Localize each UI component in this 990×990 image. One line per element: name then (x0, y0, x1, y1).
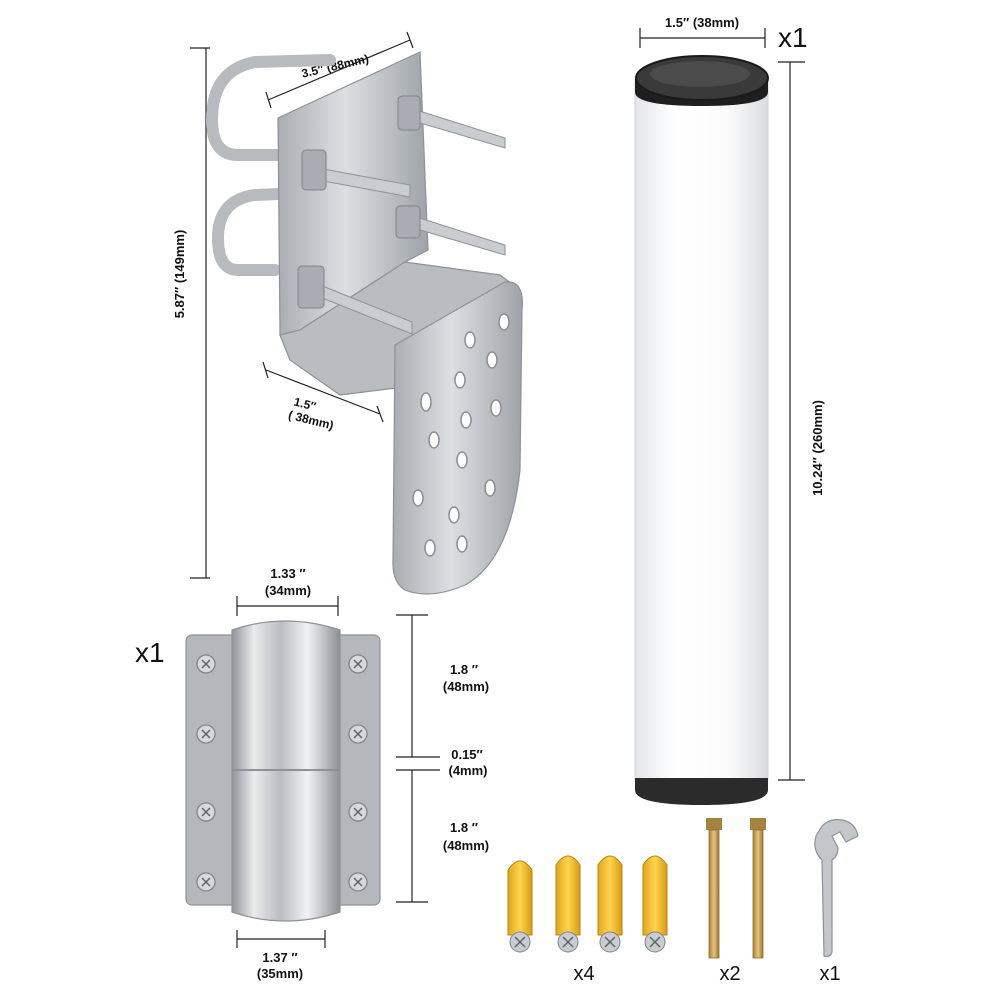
pole-length-label: 10.24″ (260mm) (810, 400, 825, 496)
pole-body (634, 79, 769, 781)
clamp-lower-length-in: 1.8 ″ (450, 820, 478, 835)
mount-holes (412, 313, 510, 557)
wrench-quantity: x1 (819, 963, 840, 985)
bracket-width-dimension (265, 31, 414, 109)
u-bolts (205, 54, 336, 276)
clamp-bottom-width-mm: (35mm) (257, 966, 303, 981)
bolts-quantity: x2 (719, 963, 740, 985)
wall-anchor (597, 855, 623, 953)
mast-pole: 1.5″ (38mm) x1 10.24″ (260mm) (634, 15, 825, 805)
wall-anchors: x4 (507, 855, 668, 985)
expansion-bolt (706, 818, 722, 959)
pole-bottom-cap (635, 778, 768, 805)
bracket-height-dimension (190, 47, 210, 579)
clamp-bottom-width-dimension (236, 930, 326, 948)
pipe-clamp: x1 1.33 ″ (34mm) (135, 566, 489, 981)
clamp-gap-in: 0.15″ (451, 747, 483, 762)
wall-bracket: 5.87″ (149mm) 3.5″ (88mm) (172, 31, 523, 595)
wall-anchor (555, 855, 581, 953)
clamp-top-width-dimension (236, 596, 339, 616)
expansion-bolt (750, 818, 766, 959)
bracket-depth-dimension (262, 361, 384, 423)
clamp-quantity: x1 (135, 637, 165, 668)
clamp-height-dimension (396, 614, 440, 903)
clamp-top-width-in: 1.33 ″ (270, 566, 305, 581)
clamp-gap-mm: (4mm) (448, 763, 487, 778)
pole-quantity: x1 (778, 22, 808, 53)
pole-diameter-dimension (639, 28, 766, 48)
bracket-height-label: 5.87″ (149mm) (172, 230, 187, 319)
wrench: x1 (814, 819, 859, 985)
bracket-depth-label-in: 1.5″ (292, 395, 317, 414)
clamp-upper-length-in: 1.8 ″ (450, 662, 478, 677)
expansion-bolts: x2 (706, 818, 766, 985)
clamp-bottom-width-in: 1.37 ″ (262, 950, 297, 965)
screw-cross-marks (201, 659, 363, 887)
anchors-quantity: x4 (573, 963, 594, 985)
pole-length-dimension (778, 61, 805, 781)
pole-diameter-label: 1.5″ (38mm) (665, 15, 739, 30)
clamp-upper-length-mm: (48mm) (443, 679, 489, 694)
wall-anchor (642, 855, 668, 953)
bracket-bolts (297, 95, 506, 335)
pole-top-cap (635, 55, 769, 106)
clamp-top-width-mm: (34mm) (265, 583, 311, 598)
wall-anchor (507, 860, 533, 953)
clamp-lower-length-mm: (48mm) (443, 838, 489, 853)
